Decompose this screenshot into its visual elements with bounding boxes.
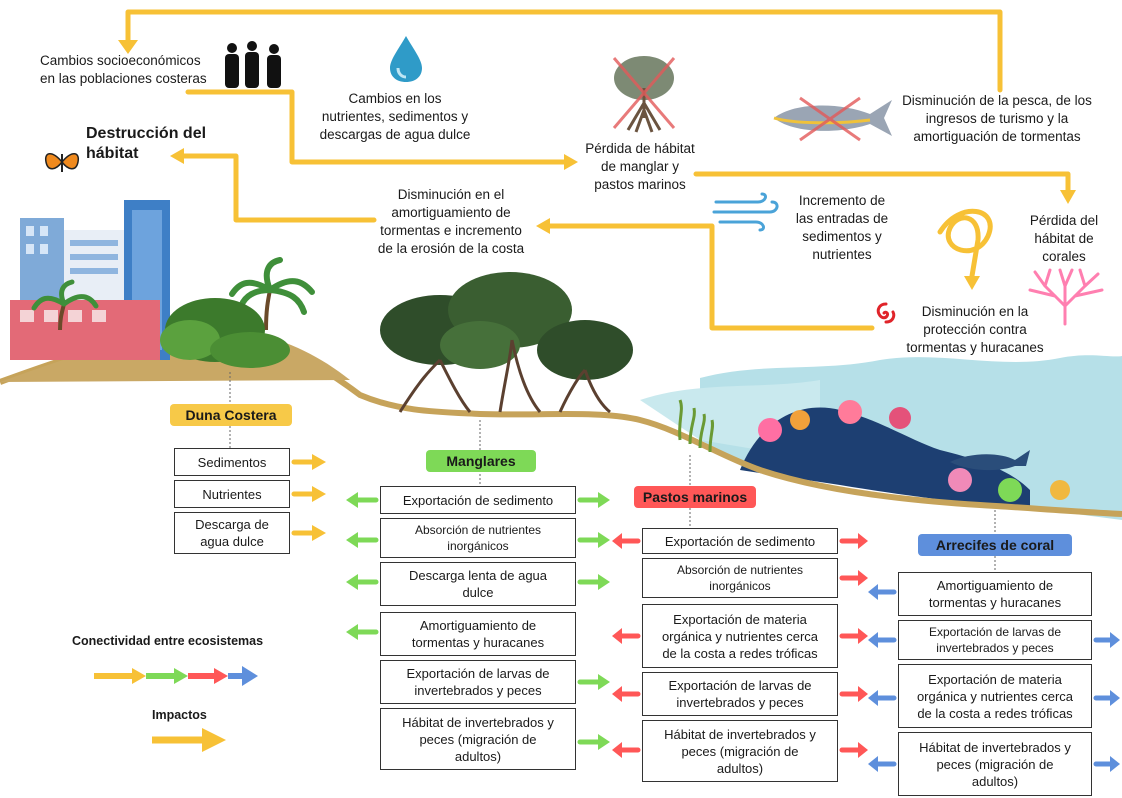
manglares-item-0: Exportación de sedimento xyxy=(380,486,576,514)
seagrass xyxy=(678,399,715,453)
fish-crossed-icon xyxy=(773,96,892,142)
impact-arrows xyxy=(125,9,1071,331)
socioeconomic-change-text: Cambios socioeconómicos en las poblacion… xyxy=(40,53,207,86)
butterfly-icon xyxy=(44,153,80,172)
pastos-item-0: Exportación de sedimento xyxy=(642,528,838,554)
badge-manglares: Manglares xyxy=(426,450,536,472)
pastos-item-2: Exportación de materia orgánica y nutrie… xyxy=(642,604,838,668)
habitat-destruction-title: Destrucción del hábitat xyxy=(86,125,207,162)
legend-impact-arrow xyxy=(152,728,226,752)
coral-icon xyxy=(1028,268,1104,326)
pastos-item-1: Absorción de nutrientes inorgánicos xyxy=(642,558,838,598)
sediment-increase-text: Incremento de las entradas de sedimentos… xyxy=(795,193,889,262)
storm-protection-decrease-text: Disminución en la protección contra torm… xyxy=(906,304,1044,355)
manglares-item-3: Amortiguamiento de tormentas y huracanes xyxy=(380,612,576,656)
mangrove-habitat-loss-text: Pérdida de hábitat de manglar y pastos m… xyxy=(585,141,695,192)
arrecifes-item-1: Exportación de larvas de invertebrados y… xyxy=(898,620,1092,660)
mangrove-crossed-icon xyxy=(612,56,676,133)
wind-icon xyxy=(712,192,779,232)
city-icon xyxy=(10,200,170,360)
hurricane-icon xyxy=(876,302,896,324)
coral-icon xyxy=(758,400,1070,502)
storm-buffer-decrease-text: Disminución en el amortiguamiento de tor… xyxy=(377,187,525,256)
badge-duna-costera: Duna Costera xyxy=(170,404,292,426)
whale-shark xyxy=(950,450,1030,471)
water-drop-icon xyxy=(390,36,422,82)
people-icon xyxy=(225,41,281,88)
palm-tree-icon xyxy=(31,257,315,331)
legend-connectivity-arrow xyxy=(94,666,258,686)
arrecifes-item-0: Amortiguamiento de tormentas y huracanes xyxy=(898,572,1092,616)
nutrients-change-text: Cambios en los nutrientes, sedimentos y … xyxy=(319,91,471,142)
arrecifes-item-2: Exportación de materia orgánica y nutrie… xyxy=(898,664,1092,728)
mangrove-trees xyxy=(380,272,633,414)
legend-connectivity-title: Conectividad entre ecosistemas xyxy=(72,634,264,648)
coral-habitat-loss-text: Pérdida del hábitat de corales xyxy=(1029,213,1099,264)
duna-item-nutrientes: Nutrientes xyxy=(174,480,290,508)
pastos-item-3: Exportación de larvas de invertebrados y… xyxy=(642,672,838,716)
legend-impacts-title: Impactos xyxy=(152,708,207,722)
manglares-item-5: Hábitat de invertebrados y peces (migrac… xyxy=(380,708,576,770)
pastos-item-4: Hábitat de invertebrados y peces (migrac… xyxy=(642,720,838,782)
manglares-item-4: Exportación de larvas de invertebrados y… xyxy=(380,660,576,704)
badge-pastos-marinos: Pastos marinos xyxy=(634,486,756,508)
arrecifes-item-3: Hábitat de invertebrados y peces (migrac… xyxy=(898,732,1092,796)
badge-arrecifes-de-coral: Arrecifes de coral xyxy=(918,534,1072,556)
manglares-item-2: Descarga lenta de agua dulce xyxy=(380,562,576,606)
duna-item-sedimentos: Sedimentos xyxy=(174,448,290,476)
duna-item-descarga: Descarga de agua dulce xyxy=(174,512,290,554)
fishing-decrease-text: Disminución de la pesca, de los ingresos… xyxy=(902,93,1092,144)
manglares-item-1: Absorción de nutrientes inorgánicos xyxy=(380,518,576,558)
